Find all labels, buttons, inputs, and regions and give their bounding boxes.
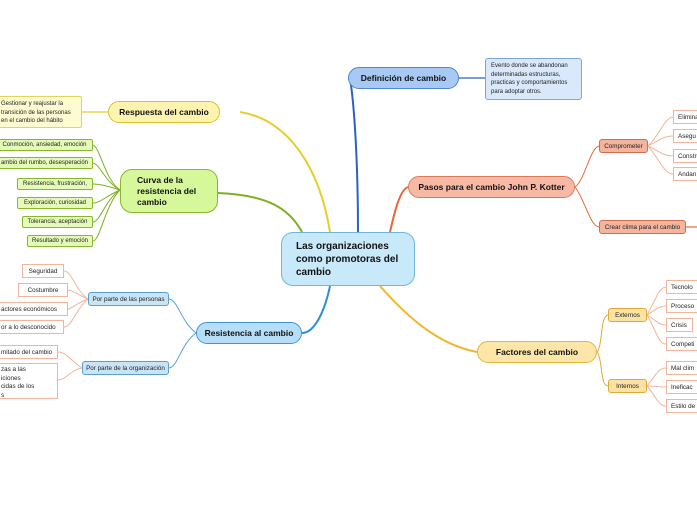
- externos-item[interactable]: Proceso: [666, 299, 697, 313]
- organizacion-item-limitado[interactable]: mitado del cambio: [0, 345, 58, 359]
- branch-factores-del-cambio[interactable]: Factores del cambio: [477, 341, 597, 363]
- sub-comprometer[interactable]: Comprometer: [599, 139, 648, 153]
- curva-item[interactable]: Exploración, curiosidad: [17, 197, 93, 209]
- comprometer-item[interactable]: Constru: [673, 149, 697, 163]
- connector-resistencia: [301, 285, 331, 334]
- connectors-curva-items: [92, 144, 121, 242]
- sub-internos[interactable]: Internos: [608, 379, 647, 393]
- connector-respuesta: [239, 111, 331, 233]
- curva-item[interactable]: Conmoción, ansiedad, emoción: [0, 139, 93, 151]
- comprometer-item[interactable]: Andan: [673, 167, 697, 181]
- connector-kotter: [389, 186, 409, 233]
- internos-item[interactable]: Estilo de: [666, 399, 697, 413]
- connector-definicion: [349, 77, 359, 233]
- connectors-resistencia-subs: [168, 298, 197, 369]
- connectors-comprometer-items: [647, 116, 674, 175]
- connectors-internos-items: [646, 367, 667, 407]
- connectors-factores-subs: [596, 314, 609, 387]
- organizacion-item-amenazas[interactable]: zas a las iciones cidas de los s: [0, 363, 58, 399]
- respuesta-note[interactable]: Gestionar y reajustar la transición de l…: [0, 96, 82, 128]
- sub-externos[interactable]: Externos: [608, 308, 647, 322]
- branch-definicion-de-cambio[interactable]: Definición de cambio: [348, 67, 459, 89]
- connectors-externos-items: [646, 286, 667, 345]
- curva-item[interactable]: ambio del rumbo, desesperación: [0, 157, 93, 169]
- personas-item-seguridad[interactable]: Seguridad: [22, 264, 64, 278]
- externos-item[interactable]: Crisis: [666, 318, 693, 332]
- sub-por-parte-organizacion[interactable]: Por parte de la organización: [82, 361, 169, 375]
- definicion-note[interactable]: Evento donde se abandonan determinadas e…: [485, 58, 582, 100]
- curva-item[interactable]: Resultado y emoción: [27, 235, 93, 247]
- connector-factores: [379, 285, 478, 353]
- central-topic[interactable]: Las organizaciones como promotoras del c…: [281, 232, 415, 286]
- branch-curva-resistencia[interactable]: Curva de la resistencia del cambio: [120, 169, 218, 213]
- connectors-kotter-subs: [574, 145, 600, 228]
- connector-curva: [217, 192, 303, 233]
- externos-item[interactable]: Tecnolo: [666, 280, 697, 294]
- branch-pasos-kotter[interactable]: Pasos para el cambio John P. Kotter: [408, 176, 575, 198]
- branch-resistencia-al-cambio[interactable]: Resistencia al cambio: [196, 322, 302, 344]
- curva-item[interactable]: Tolerancia, aceptación: [22, 216, 93, 228]
- curva-item[interactable]: Resistencia, frustración,: [17, 178, 93, 190]
- personas-item-costumbre[interactable]: Costumbre: [18, 283, 68, 297]
- branch-respuesta-del-cambio[interactable]: Respuesta del cambio: [108, 101, 220, 123]
- internos-item[interactable]: Mal clim: [666, 361, 697, 375]
- externos-item[interactable]: Competi: [666, 337, 697, 351]
- comprometer-item[interactable]: Asegu: [673, 129, 697, 143]
- internos-item[interactable]: Ineficac: [666, 380, 697, 394]
- sub-crear-clima[interactable]: Crear clima para el cambio: [599, 220, 686, 234]
- comprometer-item[interactable]: Elimina: [673, 110, 697, 124]
- connectors-personas-items: [63, 270, 89, 328]
- sub-por-parte-personas[interactable]: Por parte de las personas: [88, 292, 169, 306]
- personas-item-desconocido[interactable]: or a lo desconocido: [0, 320, 64, 334]
- connectors-organizacion-items: [57, 351, 83, 381]
- personas-item-factores[interactable]: actores económicos: [0, 302, 68, 316]
